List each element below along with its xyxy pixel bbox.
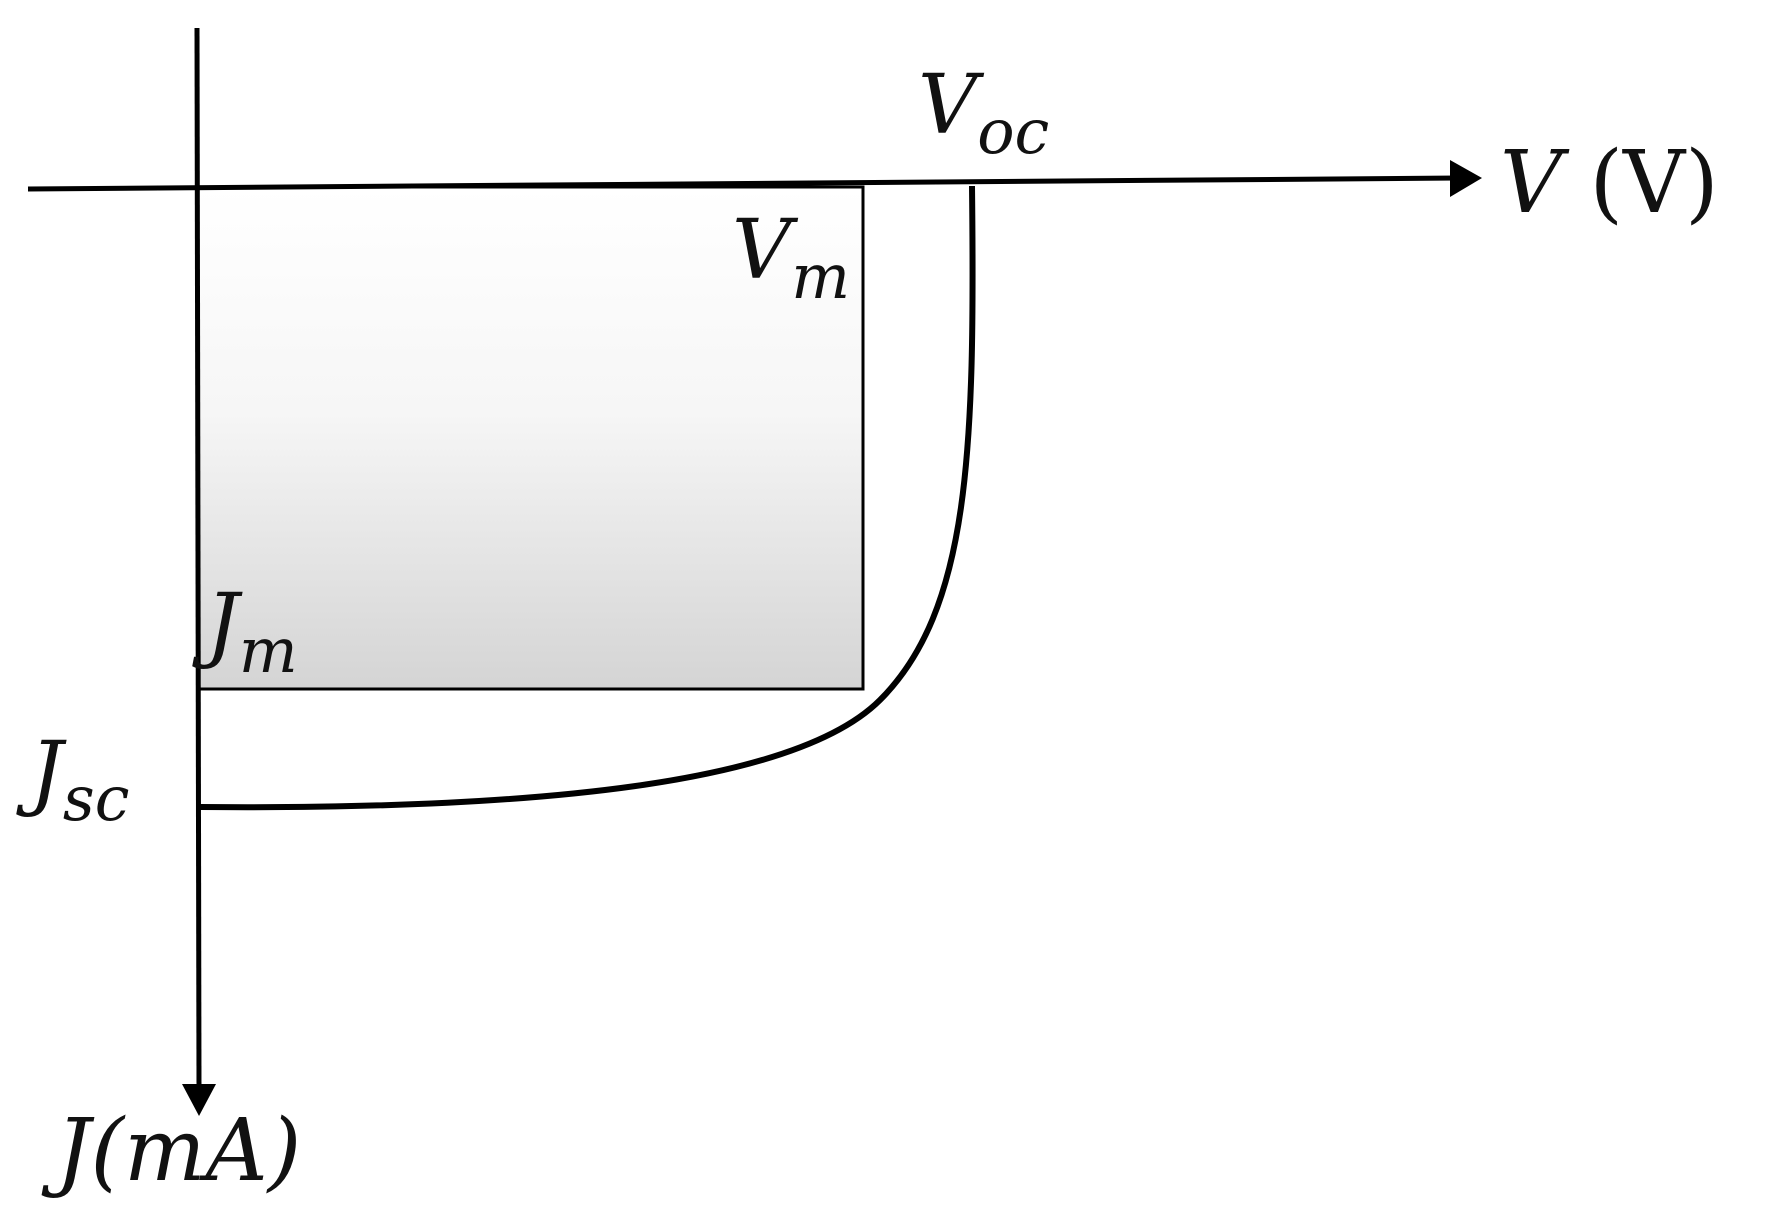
v-oc-label: Voc <box>918 58 1049 168</box>
v-axis-arrowhead <box>1450 160 1482 197</box>
v-axis-label: V (V) <box>1500 133 1719 233</box>
j-sc-label: Jsc <box>16 725 129 835</box>
jv-curve <box>199 185 976 811</box>
max-power-rectangle <box>196 185 865 691</box>
j-axis-label: J(mA) <box>41 1101 301 1201</box>
v-m-label: Vm <box>732 203 850 313</box>
j-axis-arrowhead <box>182 1084 216 1116</box>
j-axis-line <box>194 27 202 1091</box>
v-axis-line <box>27 175 1459 192</box>
